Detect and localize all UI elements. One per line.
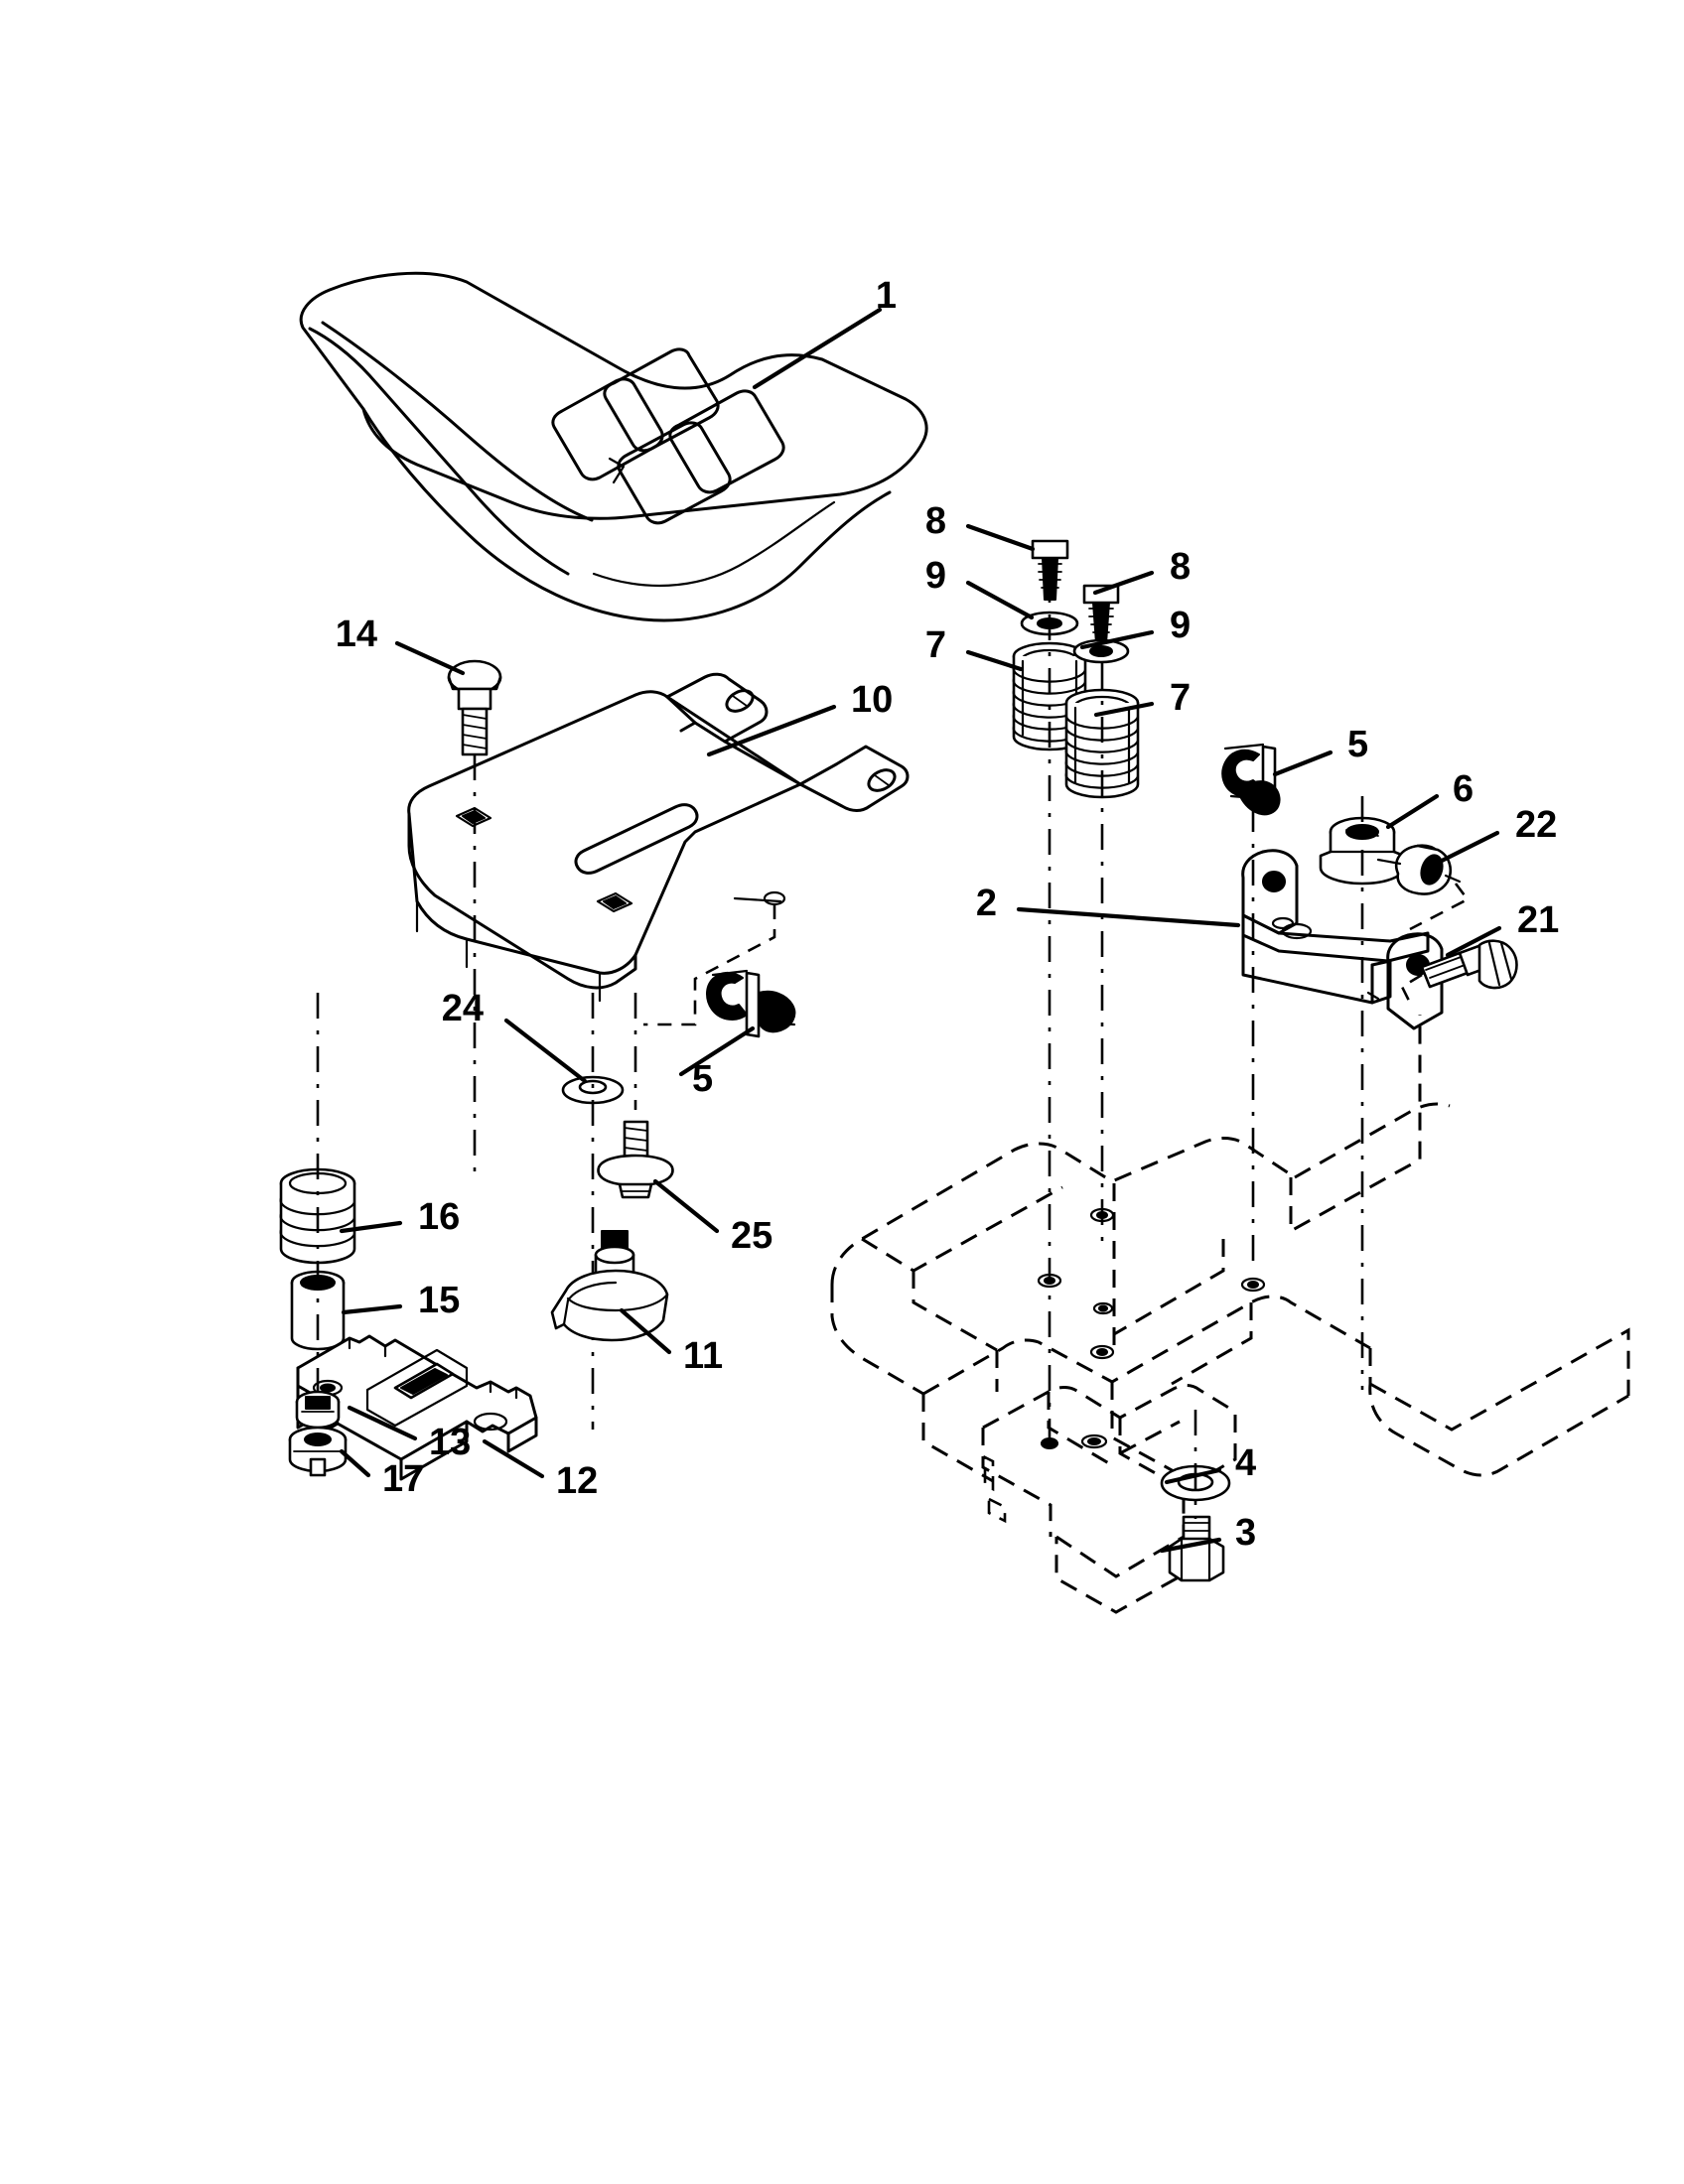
part-screw-upper-right bbox=[1082, 584, 1120, 644]
callout-12: 12 bbox=[556, 1460, 598, 1502]
callout-17: 17 bbox=[382, 1458, 424, 1500]
leader-5a bbox=[1272, 750, 1333, 777]
ghost-nut-22 bbox=[1409, 883, 1470, 931]
part-seat-bracket bbox=[1241, 849, 1444, 1030]
leader-14 bbox=[394, 640, 466, 676]
part-shoulder-bolt bbox=[447, 659, 502, 756]
ghost-chassis-fender bbox=[830, 1015, 1630, 1483]
part-flat-washer bbox=[561, 1075, 625, 1105]
part-seat-pivot-knob bbox=[550, 1230, 669, 1342]
leader-25 bbox=[652, 1178, 720, 1234]
part-lock-washer bbox=[295, 1390, 341, 1430]
leader-3 bbox=[1159, 1537, 1222, 1554]
part-seat-cushion bbox=[299, 271, 928, 622]
callout-11: 11 bbox=[683, 1335, 723, 1377]
leader-22 bbox=[1437, 830, 1500, 865]
leader-8a bbox=[965, 523, 1036, 552]
ghost-clamp-path bbox=[643, 905, 776, 1026]
callout-5b: 5 bbox=[692, 1058, 713, 1100]
leader-16 bbox=[339, 1220, 403, 1234]
leader-6 bbox=[1385, 793, 1440, 830]
callout-14: 14 bbox=[336, 614, 377, 655]
callout-labels: 1 8 9 7 8 9 7 14 10 5 6 22 2 21 5 24 16 … bbox=[336, 275, 1560, 1554]
callout-13: 13 bbox=[429, 1422, 471, 1463]
leader-24 bbox=[503, 1018, 588, 1084]
leader-9b bbox=[1079, 629, 1155, 650]
leader-10 bbox=[706, 704, 837, 757]
ghost-screw-21 bbox=[1400, 973, 1423, 1004]
leader-17 bbox=[339, 1448, 371, 1478]
callout-7b: 7 bbox=[1170, 677, 1191, 719]
leader-9a bbox=[965, 580, 1035, 620]
callout-9b: 9 bbox=[1170, 605, 1191, 646]
leader-21 bbox=[1445, 925, 1502, 958]
part-seat-pan bbox=[407, 672, 910, 1003]
part-cable-clamp-lower bbox=[706, 969, 796, 1038]
callout-22: 22 bbox=[1515, 804, 1557, 846]
leader-7b bbox=[1093, 701, 1155, 718]
part-hex-nut-small bbox=[288, 1426, 348, 1477]
callout-24: 24 bbox=[442, 988, 484, 1029]
ghost-lower-mount-bracket bbox=[981, 1384, 1237, 1614]
leader-11 bbox=[619, 1307, 672, 1355]
callout-4: 4 bbox=[1235, 1442, 1256, 1484]
callout-7a: 7 bbox=[925, 624, 946, 666]
leader-13 bbox=[347, 1405, 418, 1441]
callout-2: 2 bbox=[976, 883, 997, 924]
leader-5b bbox=[678, 1025, 756, 1077]
callout-9a: 9 bbox=[925, 555, 946, 597]
callout-25: 25 bbox=[731, 1215, 772, 1257]
callout-8a: 8 bbox=[925, 500, 946, 542]
part-cable-clamp-upper bbox=[1221, 743, 1281, 816]
callout-5a: 5 bbox=[1347, 724, 1368, 765]
leader-1 bbox=[752, 307, 883, 390]
leader-8b bbox=[1092, 570, 1155, 596]
callout-1: 1 bbox=[876, 275, 897, 317]
part-shoulder-screw-right bbox=[1420, 939, 1518, 990]
leader-4 bbox=[1164, 1467, 1222, 1485]
leader-2 bbox=[1016, 906, 1241, 928]
callout-16: 16 bbox=[418, 1196, 460, 1238]
callout-6: 6 bbox=[1453, 768, 1474, 810]
leader-15 bbox=[341, 1303, 403, 1315]
hole-tick bbox=[733, 896, 782, 903]
callout-21: 21 bbox=[1517, 899, 1559, 941]
callout-3: 3 bbox=[1235, 1512, 1256, 1554]
part-hex-nut-flange bbox=[1376, 844, 1462, 895]
leader-12 bbox=[482, 1438, 545, 1479]
leader-7a bbox=[965, 649, 1024, 672]
callout-15: 15 bbox=[418, 1280, 460, 1321]
callout-8b: 8 bbox=[1170, 546, 1191, 588]
part-shoulder-bolt-flanged bbox=[597, 1120, 674, 1199]
callout-10: 10 bbox=[851, 679, 893, 721]
